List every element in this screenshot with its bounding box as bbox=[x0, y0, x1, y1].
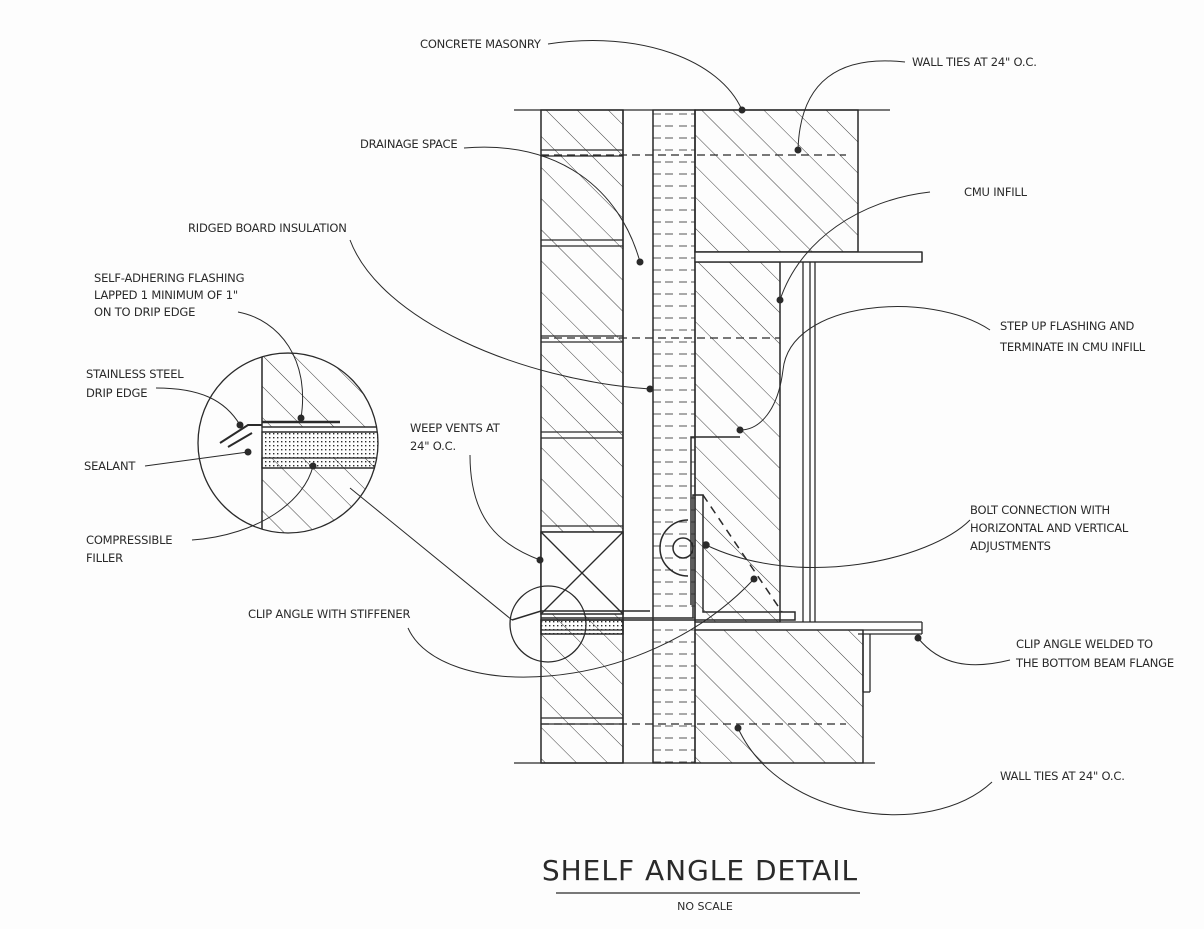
label-weep-vents-1: WEEP VENTS AT bbox=[410, 421, 501, 435]
step-up-flashing bbox=[690, 436, 740, 605]
beam-clip-angle bbox=[858, 633, 922, 693]
label-step-up-flashing-1: STEP UP FLASHING AND bbox=[1000, 319, 1135, 333]
label-compressible-filler-2: FILLER bbox=[86, 551, 123, 565]
weep-vent bbox=[540, 531, 624, 615]
labels: CONCRETE MASONRY WALL TIES AT 24" O.C. D… bbox=[84, 37, 1174, 783]
label-concrete-masonry: CONCRETE MASONRY bbox=[420, 37, 542, 51]
detail-callout-circle bbox=[509, 585, 587, 663]
scale-note: NO SCALE bbox=[677, 900, 733, 913]
cmu-wall bbox=[541, 109, 864, 764]
label-compressible-filler-1: COMPRESSIBLE bbox=[86, 533, 172, 547]
label-bolt-connection-3: ADJUSTMENTS bbox=[970, 539, 1051, 553]
label-step-up-flashing-2: TERMINATE IN CMU INFILL bbox=[999, 340, 1146, 354]
label-weep-vents-2: 24" O.C. bbox=[410, 439, 456, 453]
label-bolt-connection-1: BOLT CONNECTION WITH bbox=[970, 503, 1110, 517]
steel-beam bbox=[694, 251, 923, 634]
title-block: SHELF ANGLE DETAIL NO SCALE bbox=[542, 854, 860, 913]
label-wall-ties-bottom: WALL TIES AT 24" O.C. bbox=[1000, 769, 1125, 783]
leader-lines bbox=[144, 40, 1011, 816]
label-bolt-connection-2: HORIZONTAL AND VERTICAL bbox=[970, 521, 1129, 535]
label-drainage-space: DRAINAGE SPACE bbox=[360, 137, 457, 151]
label-clip-angle-with-stiffener: CLIP ANGLE WITH STIFFENER bbox=[248, 607, 410, 621]
drawing-title: SHELF ANGLE DETAIL bbox=[542, 854, 858, 887]
label-clip-angle-welded-1: CLIP ANGLE WELDED TO bbox=[1016, 637, 1153, 651]
label-clip-angle-welded-2: THE BOTTOM BEAM FLANGE bbox=[1015, 656, 1174, 670]
label-self-adhering-flashing-3: ON TO DRIP EDGE bbox=[94, 305, 195, 319]
label-wall-ties-top: WALL TIES AT 24" O.C. bbox=[912, 55, 1037, 69]
label-sealant: SEALANT bbox=[84, 459, 136, 473]
label-self-adhering-flashing-1: SELF-ADHERING FLASHING bbox=[94, 271, 244, 285]
shelf-angle bbox=[511, 494, 796, 635]
wall-section bbox=[509, 109, 923, 764]
rigid-insulation bbox=[652, 109, 696, 764]
label-cmu-infill: CMU INFILL bbox=[964, 185, 1028, 199]
label-ridged-board-insulation: RIDGED BOARD INSULATION bbox=[188, 221, 347, 235]
leader-dots bbox=[236, 106, 922, 732]
label-drip-edge-2: DRIP EDGE bbox=[86, 386, 147, 400]
label-drip-edge-1: STAINLESS STEEL bbox=[86, 367, 184, 381]
label-self-adhering-flashing-2: LAPPED 1 MINIMUM OF 1" bbox=[94, 288, 238, 302]
enlarged-detail bbox=[197, 352, 513, 621]
brick-veneer bbox=[540, 109, 624, 764]
